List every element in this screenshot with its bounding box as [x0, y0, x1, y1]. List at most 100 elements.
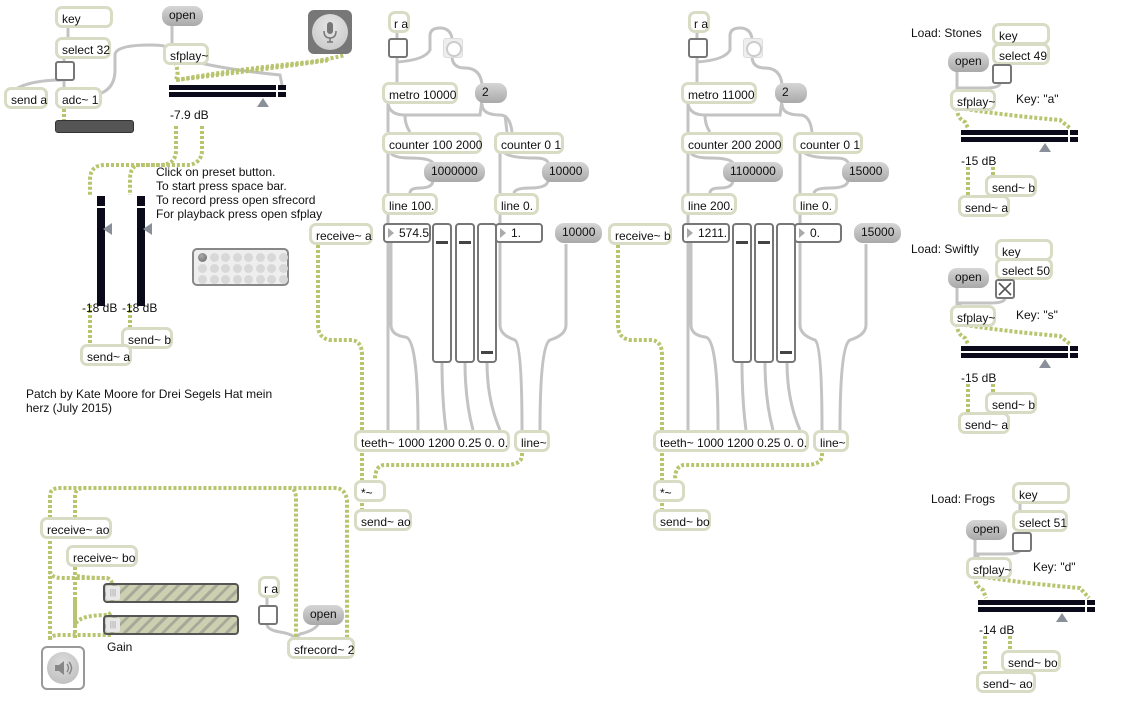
select-object[interactable]: select 51 — [1012, 510, 1068, 532]
receive-bo-object[interactable]: receive~ bo — [66, 545, 138, 567]
send-a-object[interactable]: send~ a — [80, 344, 132, 366]
select-object[interactable]: select 32 — [55, 37, 111, 59]
toggle[interactable] — [55, 61, 75, 81]
preset-grid[interactable] — [192, 248, 289, 286]
line-signal-object[interactable]: line~ — [514, 430, 550, 452]
preset-slot[interactable] — [198, 275, 207, 284]
vertical-slider[interactable] — [732, 223, 752, 363]
number-box[interactable]: 1. — [495, 223, 543, 243]
preset-slot[interactable] — [221, 275, 230, 284]
message-time[interactable]: 15000 — [854, 223, 902, 243]
toggle[interactable] — [992, 64, 1012, 84]
ezadc-button[interactable] — [308, 10, 352, 54]
toggle[interactable] — [388, 38, 408, 58]
send-bo-object[interactable]: send~ bo — [653, 509, 711, 531]
open-message[interactable]: open — [948, 268, 989, 288]
preset-slot[interactable] — [244, 275, 253, 284]
send-object[interactable]: send~ ao — [976, 671, 1036, 693]
preset-slot[interactable] — [232, 275, 242, 284]
bang-button[interactable] — [443, 38, 463, 58]
number-box[interactable]: 574.5 — [383, 223, 431, 243]
send-object[interactable]: send~ b — [985, 392, 1037, 414]
sfplay-object[interactable]: sfplay~ — [163, 43, 209, 65]
line-object[interactable]: line 100. — [382, 193, 438, 215]
preset-slot[interactable] — [244, 253, 253, 262]
receive-tilde-b-object[interactable]: receive~ b — [608, 223, 672, 245]
select-object[interactable]: select 50 — [995, 258, 1053, 280]
key-object[interactable]: key — [995, 239, 1053, 261]
receive-a-object[interactable]: r a — [258, 576, 280, 598]
message-ramp[interactable]: 15000 — [842, 162, 890, 182]
receive-tilde-a-object[interactable]: receive~ a — [309, 223, 373, 245]
key-object[interactable]: key — [992, 23, 1050, 45]
line-object[interactable]: line 200. — [681, 193, 737, 215]
receive-a-object[interactable]: r a — [388, 11, 410, 33]
preset-slot[interactable] — [232, 264, 242, 273]
preset-slot[interactable] — [221, 253, 230, 262]
gain-meter[interactable] — [961, 130, 1078, 152]
toggle[interactable] — [1012, 532, 1032, 552]
counter-object[interactable]: counter 200 2000 — [681, 132, 783, 154]
open-message[interactable]: open — [948, 52, 989, 72]
gain-meter-left[interactable] — [97, 196, 105, 306]
toggle[interactable] — [258, 605, 278, 625]
sfplay-object[interactable]: sfplay~ — [950, 89, 996, 111]
open-message[interactable]: open — [162, 6, 203, 26]
select-object[interactable]: select 49 — [992, 43, 1050, 65]
send-b-object[interactable]: send~ b — [121, 327, 173, 349]
slider-handle[interactable]: ||| — [106, 586, 120, 600]
gain-meter[interactable] — [978, 600, 1095, 622]
open-message[interactable]: open — [966, 520, 1007, 540]
multiply-object[interactable]: *~ — [653, 480, 685, 502]
gain-meter-right[interactable] — [137, 196, 145, 306]
teeth-object[interactable]: teeth~ 1000 1200 0.25 0. 0. — [354, 430, 510, 452]
preset-slot[interactable] — [209, 264, 219, 273]
preset-slot[interactable] — [278, 264, 288, 273]
line-signal-object[interactable]: line~ — [813, 430, 849, 452]
slider-knob[interactable] — [736, 241, 748, 245]
counter-object[interactable]: counter 100 2000 — [382, 132, 482, 154]
message-target[interactable]: 1100000 — [723, 162, 783, 182]
vertical-slider[interactable] — [455, 223, 475, 363]
slider-knob[interactable] — [481, 350, 493, 354]
open-message[interactable]: open — [303, 605, 344, 625]
preset-slot[interactable] — [278, 275, 288, 284]
metro-object[interactable]: metro 11000 — [681, 82, 757, 104]
vertical-slider[interactable] — [432, 223, 452, 363]
gain-knob-right[interactable] — [143, 223, 152, 235]
vertical-slider[interactable] — [477, 223, 497, 363]
ezdac-button[interactable] — [41, 646, 85, 690]
preset-slot[interactable] — [267, 253, 276, 262]
line-object[interactable]: line 0. — [793, 193, 838, 215]
counter-object[interactable]: counter 0 1 — [494, 132, 564, 154]
sfplay-object[interactable]: sfplay~ — [950, 305, 996, 327]
slider-knob[interactable] — [780, 350, 792, 354]
sfrecord-object[interactable]: sfrecord~ 2 — [287, 637, 355, 659]
vertical-slider[interactable] — [776, 223, 796, 363]
gain-meter-input[interactable] — [169, 85, 286, 107]
gain-meter[interactable] — [961, 346, 1078, 368]
preset-slot[interactable] — [198, 253, 207, 262]
send-object[interactable]: send~ a — [958, 195, 1010, 217]
multiply-object[interactable]: *~ — [354, 480, 386, 502]
slider-knob[interactable] — [758, 241, 770, 245]
sfplay-object[interactable]: sfplay~ — [966, 557, 1012, 579]
preset-slot[interactable] — [209, 275, 219, 284]
counter-object[interactable]: counter 0 1 — [793, 132, 863, 154]
preset-slot[interactable] — [267, 275, 276, 284]
preset-slot[interactable] — [221, 264, 230, 273]
slider-knob[interactable] — [436, 241, 448, 245]
message-ramp[interactable]: 10000 — [542, 162, 590, 182]
receive-a-object[interactable]: r a — [688, 11, 710, 33]
preset-slot[interactable] — [278, 253, 288, 262]
number-box[interactable]: 0. — [794, 223, 842, 243]
preset-slot[interactable] — [267, 264, 276, 273]
teeth-object[interactable]: teeth~ 1000 1200 0.25 0. 0. — [653, 430, 809, 452]
vertical-slider[interactable] — [754, 223, 774, 363]
message-2[interactable]: 2 — [775, 83, 807, 103]
gain-slider-1[interactable]: ||| — [103, 583, 239, 603]
message-time[interactable]: 10000 — [555, 223, 603, 243]
preset-slot[interactable] — [232, 253, 242, 262]
key-object[interactable]: key — [55, 6, 113, 28]
key-object[interactable]: key — [1012, 482, 1070, 504]
